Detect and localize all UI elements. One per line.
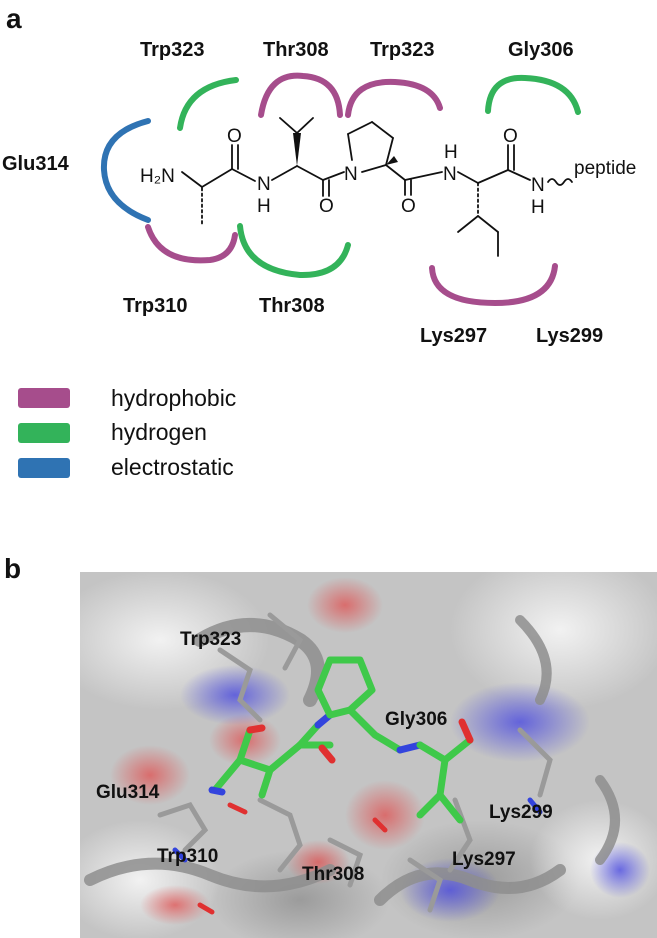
arc-thr308-bottom: [237, 223, 351, 279]
b-label-lys299: Lys299: [489, 802, 553, 823]
residue-label-lys297: Lys297: [420, 325, 487, 347]
panel-a: H₂N O N H O N O H N O N H peptide Glu314…: [2, 39, 636, 480]
residue-label-lys299: Lys299: [536, 325, 603, 347]
molecule-atoms: H₂N O N H O N O H N O N H peptide: [140, 126, 636, 218]
legend-swatch-hydrogen: [18, 423, 70, 443]
atom-n3: N: [443, 164, 457, 185]
atom-h4: H: [531, 197, 545, 218]
atom-o1: O: [227, 126, 242, 147]
legend: hydrophobic hydrogen electrostatic: [18, 385, 236, 480]
b-label-thr308: Thr308: [302, 864, 364, 885]
arc-trp323-right: [345, 78, 443, 118]
peptide-label: peptide: [574, 158, 636, 179]
atom-o4: O: [503, 126, 518, 147]
residue-label-thr308-top: Thr308: [263, 39, 329, 61]
atom-n-pro: N: [344, 164, 358, 185]
residue-label-gly306: Gly306: [508, 39, 574, 61]
atom-n4: N: [531, 175, 545, 196]
ligand-sticks: [208, 656, 474, 824]
legend-label-electrostatic: electrostatic: [111, 454, 234, 480]
atom-h1: H: [257, 196, 271, 217]
b-label-gly306: Gly306: [385, 709, 447, 730]
arc-trp323-left: [177, 77, 239, 131]
b-label-lys297: Lys297: [452, 849, 516, 870]
residue-label-glu314: Glu314: [2, 153, 70, 175]
panel-letter-a: a: [6, 3, 22, 34]
residue-label-trp323-right: Trp323: [370, 39, 434, 61]
residue-label-thr308-bottom: Thr308: [259, 295, 325, 317]
legend-label-hydrogen: hydrogen: [111, 419, 207, 445]
panel-b: Trp323 Gly306 Glu314 Lys299 Trp310 Lys29…: [80, 572, 657, 938]
b-label-glu314: Glu314: [96, 782, 160, 803]
arc-gly306: [485, 74, 581, 115]
molecule-bonds: [181, 117, 573, 257]
b-label-trp323: Trp323: [180, 629, 241, 650]
legend-label-hydrophobic: hydrophobic: [111, 385, 236, 411]
residue-label-trp310: Trp310: [123, 295, 187, 317]
residue-labels-b: Trp323 Gly306 Glu314 Lys299 Trp310 Lys29…: [96, 629, 553, 885]
residue-labels-a: Glu314 Trp323 Thr308 Trp323 Gly306 Trp31…: [2, 39, 603, 347]
atom-h3: H: [444, 142, 458, 163]
legend-swatch-hydrophobic: [18, 388, 70, 408]
interaction-arcs: [100, 72, 581, 307]
atom-o3: O: [401, 196, 416, 217]
panel-letter-b: b: [4, 553, 21, 584]
arc-glu314: [100, 118, 151, 223]
arc-lys297-lys299: [429, 263, 558, 307]
residue-label-trp323-left: Trp323: [140, 39, 204, 61]
legend-swatch-electrostatic: [18, 458, 70, 478]
arc-trp310: [145, 224, 238, 264]
arc-thr308-top: [258, 72, 343, 118]
atom-h2n: H₂N: [140, 166, 175, 187]
atom-o2: O: [319, 196, 334, 217]
b-label-trp310: Trp310: [157, 846, 218, 867]
atom-n1: N: [257, 174, 271, 195]
